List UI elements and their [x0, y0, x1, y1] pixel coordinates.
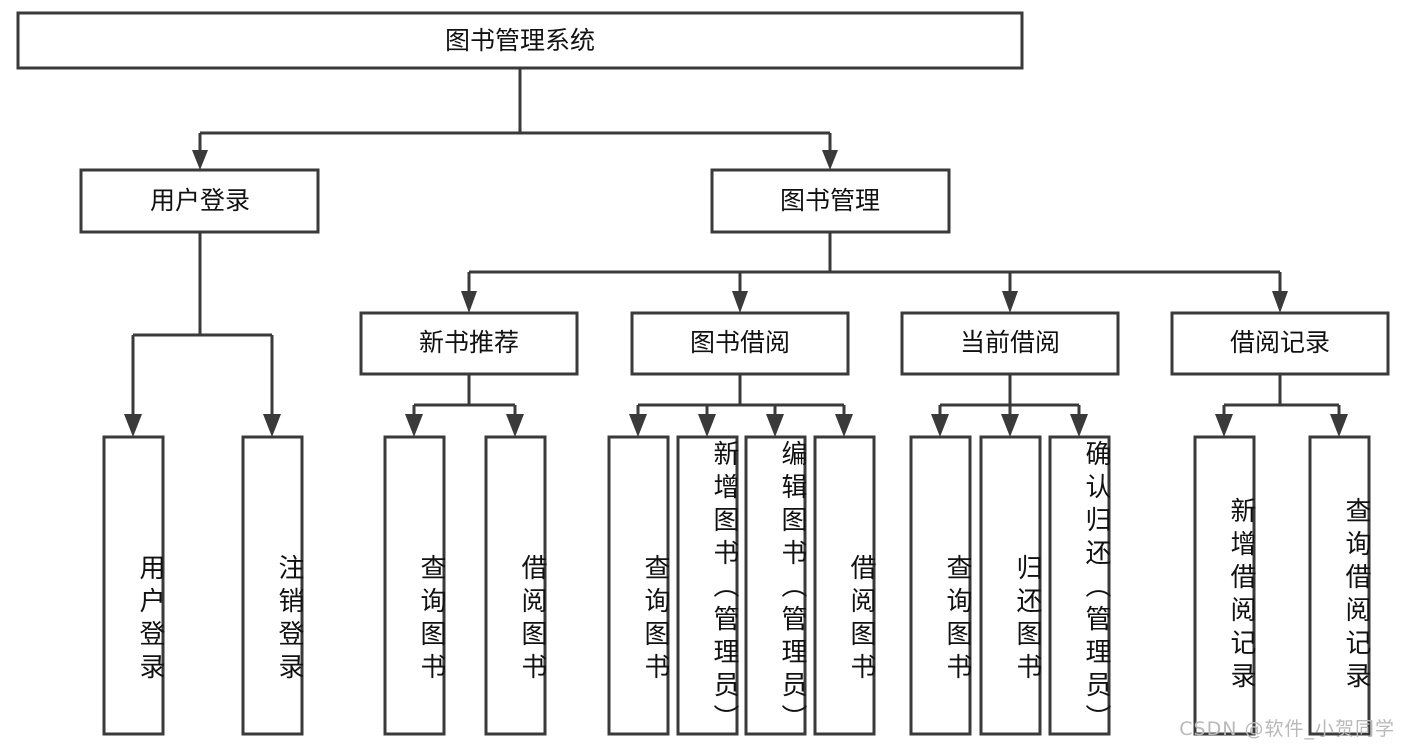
leaf-box-user-login[interactable]	[102, 435, 165, 736]
node-book-management[interactable]: 图书管理	[710, 168, 951, 234]
arrow-head-leaf-user-login	[124, 414, 142, 437]
arrow-head-bookmgmt	[822, 150, 838, 170]
leaf-box-query-record[interactable]	[1308, 435, 1371, 736]
node-user-login-label: 用户登录	[150, 186, 250, 215]
node-current-borrow-box[interactable]	[900, 311, 1120, 376]
node-new-book-recommend-box[interactable]	[359, 311, 579, 376]
leaf-boxes	[102, 435, 1371, 736]
arrow-head-leaf-borrow-book-1	[506, 414, 524, 437]
leaf-box-query-book-1[interactable]	[383, 435, 446, 736]
arrow-head-leaf-borrow-book-2	[835, 414, 853, 437]
node-root[interactable]: 图书管理系统	[16, 11, 1024, 70]
node-root-label: 图书管理系统	[445, 26, 595, 55]
leaf-box-query-book-3[interactable]	[909, 435, 972, 736]
leaf-box-logout[interactable]	[241, 435, 304, 736]
connectors	[124, 68, 1348, 437]
leaf-box-return-book[interactable]	[979, 435, 1042, 736]
node-borrow-record[interactable]: 借阅记录	[1170, 311, 1390, 376]
arrow-head-userlogin	[192, 150, 208, 170]
arrow-head-borrowbook	[732, 291, 748, 313]
arrow-head-currentborrow	[1002, 291, 1018, 313]
leaf-box-query-book-2[interactable]	[607, 435, 670, 736]
node-book-borrow-box[interactable]	[630, 311, 850, 376]
arrow-head-leaf-add-book	[698, 414, 716, 437]
arrow-head-leaf-logout	[263, 414, 281, 437]
arrow-head-leaf-query-record	[1330, 414, 1348, 437]
leaf-box-add-record[interactable]	[1193, 435, 1256, 736]
node-borrow-record-box[interactable]	[1170, 311, 1390, 376]
node-book-management-box[interactable]	[710, 168, 951, 234]
arrow-head-leaf-edit-book	[766, 414, 784, 437]
node-root-box[interactable]	[16, 11, 1024, 70]
leaf-box-borrow-book-2[interactable]	[813, 435, 876, 736]
leaf-box-borrow-book-1[interactable]	[484, 435, 547, 736]
leaf-box-confirm-return[interactable]	[1048, 435, 1111, 736]
arrow-head-leaf-query-book-3	[931, 414, 949, 437]
leaf-box-add-book[interactable]	[676, 435, 739, 736]
node-borrow-record-label: 借阅记录	[1230, 328, 1330, 357]
arrow-head-newbook	[461, 291, 477, 313]
arrow-head-borrowrecord	[1272, 291, 1288, 313]
node-new-book-recommend-label: 新书推荐	[419, 328, 519, 357]
csdn-watermark: CSDN @软件_小贺同学	[1179, 718, 1395, 740]
leaf-box-edit-book[interactable]	[744, 435, 807, 736]
node-new-book-recommend[interactable]: 新书推荐	[359, 311, 579, 376]
arrow-head-leaf-return-book	[1001, 414, 1019, 437]
node-book-borrow[interactable]: 图书借阅	[630, 311, 850, 376]
node-user-login-box[interactable]	[79, 168, 320, 234]
arrow-head-leaf-add-record	[1215, 414, 1233, 437]
node-book-borrow-label: 图书借阅	[690, 328, 790, 357]
arrow-head-leaf-confirm-return	[1070, 414, 1088, 437]
node-current-borrow[interactable]: 当前借阅	[900, 311, 1120, 376]
node-user-login[interactable]: 用户登录	[79, 168, 320, 234]
node-book-management-label: 图书管理	[780, 186, 880, 215]
arrow-head-leaf-query-book-1	[405, 414, 423, 437]
arrow-head-leaf-query-book-2	[629, 414, 647, 437]
node-current-borrow-label: 当前借阅	[960, 328, 1060, 357]
